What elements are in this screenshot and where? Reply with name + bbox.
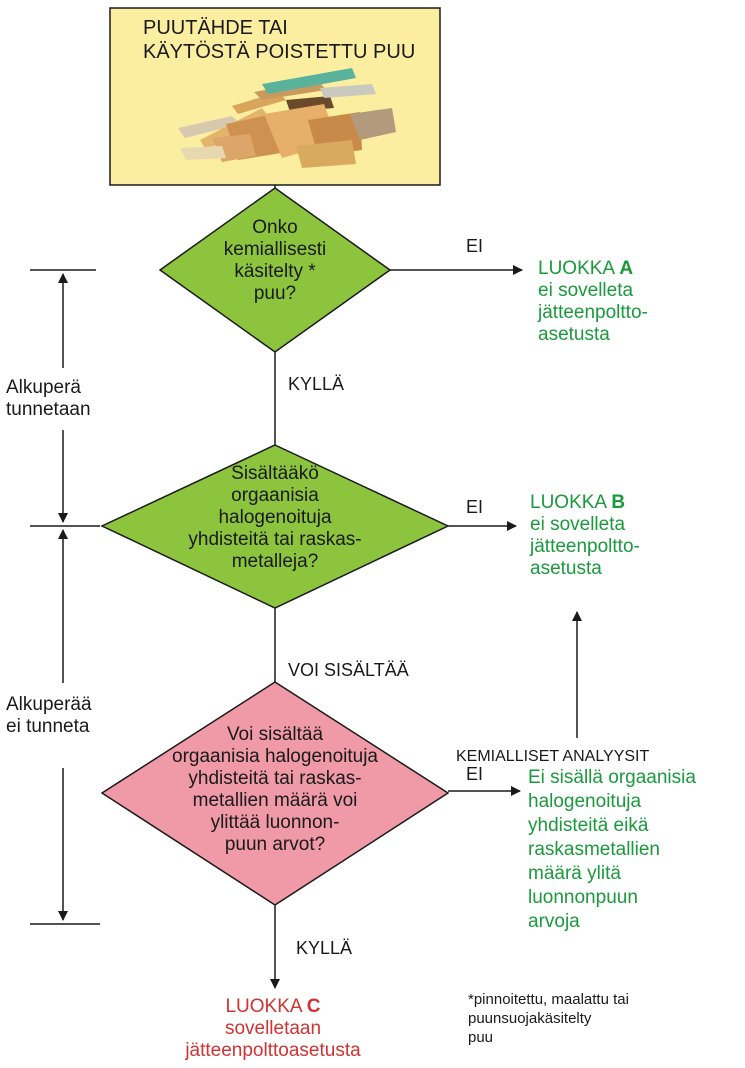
class-c-title: LUOKKA C	[168, 996, 378, 1018]
analysis-result-line: yhdisteitä eikä	[528, 815, 649, 836]
start-title: PUUTÄHDE TAI KÄYTÖSTÄ POISTETTU PUU	[143, 16, 415, 64]
edge-label-q2-yes: VOI SISÄLTÄÄ	[288, 660, 409, 680]
class-c-label: LUOKKA	[225, 996, 307, 1017]
wood-pile-illustration	[178, 68, 396, 168]
origin-unknown-line: Alkuperää	[6, 694, 92, 715]
class-c-letter: C	[306, 996, 321, 1017]
edge-label-q3-no: EI	[466, 764, 484, 784]
edge-label-q2-no: EI	[466, 497, 484, 517]
analysis-result-line: Ei sisällä orgaanisia	[528, 767, 696, 788]
class-a-line: ei sovelleta	[538, 280, 634, 301]
footnote: *pinnoitettu, maalattu tai puunsuojakäsi…	[468, 990, 629, 1047]
decision-1-text: Onko kemiallisesti käsitelty * puu?	[185, 217, 365, 305]
analysis-result-line: halogenoituja	[528, 791, 642, 812]
class-c-line: jätteenpolttoasetusta	[185, 1040, 361, 1061]
edge-label-q1-no: EI	[466, 236, 484, 256]
decision-3-line: yhdisteitä tai raskas-	[188, 768, 362, 789]
origin-unknown-line: ei tunneta	[6, 716, 90, 737]
footnote-line: puu	[468, 1029, 494, 1046]
origin-known-label: Alkuperä tunnetaan	[6, 377, 91, 421]
class-b-result: LUOKKA B ei sovelleta jätteenpoltto- ase…	[530, 492, 640, 580]
class-a-result: LUOKKA A ei sovelleta jätteenpoltto- ase…	[538, 258, 648, 346]
analysis-result: Ei sisällä orgaanisia halogenoituja yhdi…	[528, 766, 696, 934]
analysis-result-line: raskasmetallien	[528, 839, 660, 860]
decision-3-line: puun arvot?	[224, 834, 326, 855]
class-b-letter: B	[611, 492, 626, 513]
decision-3-line: Voi sisältää	[226, 724, 324, 745]
decision-3-line: orgaanisia halogenoituja	[172, 746, 378, 767]
class-b-line: jätteenpoltto-	[530, 536, 640, 557]
class-a-letter: A	[619, 258, 634, 279]
origin-unknown-label: Alkuperää ei tunneta	[6, 694, 92, 738]
decision-2-line: orgaanisia	[231, 485, 319, 506]
analysis-result-line: määrä ylitä	[528, 863, 621, 884]
origin-known-line: Alkuperä	[6, 377, 81, 398]
decision-3-line: ylittää luonnon-	[210, 812, 340, 833]
edge-label-q3-yes: KYLLÄ	[296, 938, 353, 958]
class-a-title: LUOKKA A	[538, 258, 648, 280]
class-b-label: LUOKKA	[530, 492, 612, 513]
edge-label-q1-yes: KYLLÄ	[288, 374, 345, 394]
class-c-line: sovelletaan	[224, 1018, 322, 1039]
decision-1-line: kemiallisesti	[223, 239, 327, 260]
class-b-line: ei sovelleta	[530, 514, 626, 535]
decision-2-line: Sisältääkö	[231, 463, 319, 484]
decision-2-line: metalleja?	[231, 551, 319, 572]
decision-1-line: käsitelty *	[234, 261, 316, 282]
class-b-line: asetusta	[530, 558, 602, 579]
decision-chemically-treated	[158, 187, 392, 353]
start-title-line-2: KÄYTÖSTÄ POISTETTU PUU	[143, 41, 416, 63]
footnote-line: puunsuojakäsitelty	[468, 1010, 592, 1027]
footnote-line: *pinnoitettu, maalattu tai	[468, 991, 629, 1008]
decision-3-text: Voi sisältää orgaanisia halogenoituja yh…	[137, 724, 413, 856]
class-b-title: LUOKKA B	[530, 492, 640, 514]
decision-2-text: Sisältääkö orgaanisia halogenoituja yhdi…	[150, 463, 400, 573]
decision-3-line: metallien määrä voi	[192, 790, 358, 811]
class-a-label: LUOKKA	[538, 258, 620, 279]
analysis-result-line: arvoja	[528, 911, 580, 932]
decision-may-exceed-values	[100, 681, 450, 906]
class-c-result: LUOKKA C sovelletaan jätteenpolttoasetus…	[168, 996, 378, 1062]
class-a-line: asetusta	[538, 324, 610, 345]
decision-2-line: yhdisteitä tai raskas-	[188, 529, 362, 550]
origin-known-line: tunnetaan	[6, 399, 91, 420]
analysis-result-line: luonnonpuun	[528, 887, 638, 908]
decision-contains-halogens	[100, 444, 450, 609]
class-a-line: jätteenpoltto-	[538, 302, 648, 323]
decision-1-line: puu?	[253, 283, 297, 304]
chemical-analyses-label: KEMIALLISET ANALYYSIT	[456, 748, 650, 765]
start-title-line-1: PUUTÄHDE TAI	[143, 17, 288, 39]
decision-1-line: Onko	[252, 217, 298, 238]
decision-2-line: halogenoituja	[218, 507, 332, 528]
